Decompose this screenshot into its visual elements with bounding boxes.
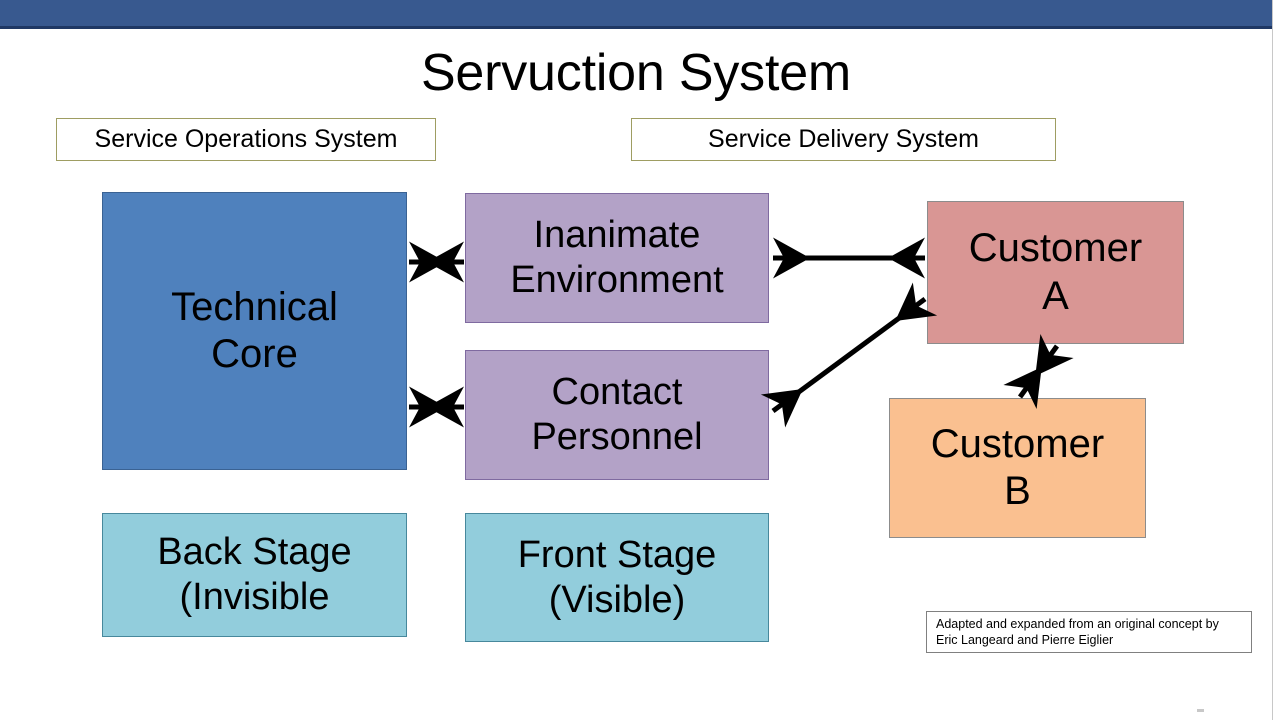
node-back-stage-label: Back Stage (Invisible bbox=[157, 531, 352, 618]
node-front-stage-label: Front Stage (Visible) bbox=[517, 533, 717, 621]
node-technical-core-label: Technical Core bbox=[171, 284, 338, 376]
slide-top-bar bbox=[0, 0, 1272, 29]
node-customer-b: Customer B bbox=[889, 398, 1146, 538]
node-back-stage: Back Stage (Invisible bbox=[102, 513, 407, 637]
node-front-stage: Front Stage (Visible) bbox=[465, 513, 769, 642]
service-operations-system-text: Service Operations System bbox=[94, 125, 398, 153]
attribution-note: Adapted and expanded from an original co… bbox=[926, 611, 1252, 653]
arrow-customer-a-to-customer-b bbox=[1003, 333, 1074, 410]
attribution-line-1: Adapted and expanded from an original co… bbox=[936, 617, 1219, 631]
node-customer-b-label: Customer B bbox=[930, 421, 1105, 513]
page-title: Servuction System bbox=[420, 44, 852, 102]
node-technical-core: Technical Core bbox=[102, 192, 407, 470]
service-delivery-system-label: Service Delivery System bbox=[631, 118, 1056, 161]
node-inanimate-environment-label: Inanimate Environment bbox=[510, 214, 724, 301]
attribution-line-2: Eric Langeard and Pierre Eiglier bbox=[936, 633, 1114, 647]
service-operations-system-label: Service Operations System bbox=[56, 118, 436, 161]
node-customer-a: Customer A bbox=[927, 201, 1184, 344]
node-contact-personnel: Contact Personnel bbox=[465, 350, 769, 480]
arrow-contact-to-customer-a bbox=[760, 282, 938, 428]
service-delivery-system-text: Service Delivery System bbox=[708, 125, 979, 153]
slide-right-edge bbox=[1272, 0, 1280, 720]
node-contact-personnel-label: Contact Personnel bbox=[531, 371, 703, 458]
corner-mark-icon bbox=[1197, 709, 1204, 712]
node-customer-a-label: Customer A bbox=[968, 226, 1143, 318]
node-inanimate-environment: Inanimate Environment bbox=[465, 193, 769, 323]
